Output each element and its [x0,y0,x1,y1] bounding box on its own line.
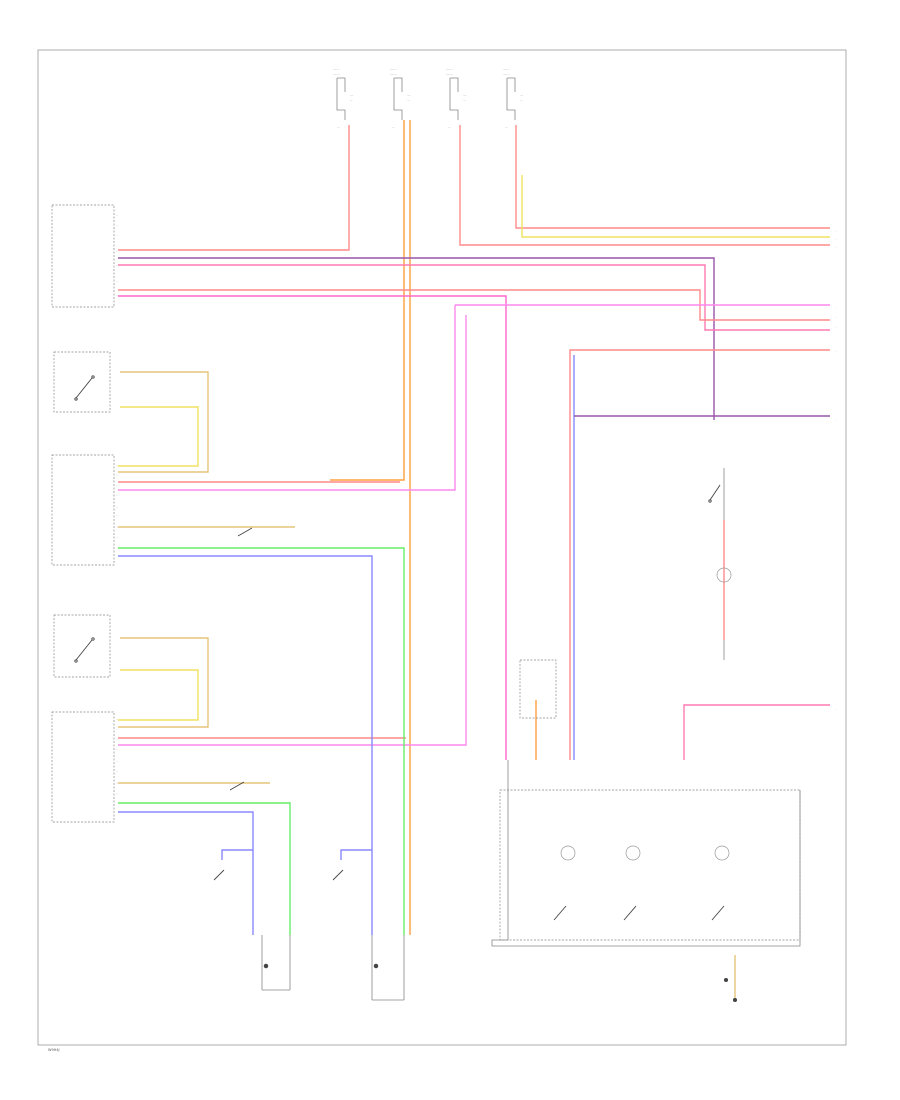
svg-text:..: .. [116,770,118,773]
wire-blue-upper [118,555,373,935]
fuse-feeds: ................ ....... ... ...........… [333,68,523,129]
svg-text:..: .. [116,748,118,751]
svg-text:..: .. [116,728,118,731]
svg-text:........: ........ [446,68,453,71]
svg-text:........: ........ [446,73,453,76]
switch-a [53,351,111,413]
svg-text:..: .. [116,280,118,283]
wire-blue-branch1 [221,849,253,860]
module-boxes [51,204,801,941]
svg-text:.: . [836,708,837,711]
wire-yellow-sw1 [118,406,199,467]
svg-text:...: ... [505,126,508,129]
svg-text:..: .. [116,760,118,763]
wire-yellow-sw2 [118,669,199,721]
svg-text:..: .. [116,250,118,253]
svg-text:..: .. [116,464,118,467]
footer-code: W9H4J [48,1048,60,1052]
svg-text:..: .. [116,536,118,539]
svg-text:...: ... [392,126,395,129]
svg-text:..: .. [116,792,118,795]
svg-text:...: ... [448,126,451,129]
svg-text:.: . [836,418,837,421]
svg-text:..: .. [116,738,118,741]
svg-text:.: . [836,316,837,319]
wire-red-fuse4 [515,125,830,229]
svg-text:...: ... [463,99,466,102]
svg-text:..: .. [116,526,118,529]
wire-green-lower [118,802,291,935]
wire-violet-drop [118,315,467,746]
wire-red-fuse1 [118,125,350,251]
svg-text:.: . [836,326,837,329]
wire-violet-drop2 [118,305,456,491]
wire-tan-sw1 [118,371,209,473]
svg-text:.: . [836,350,837,353]
svg-text:........: ........ [390,73,397,76]
switch-b [53,614,111,678]
svg-text:..: .. [116,494,118,497]
wire-red-fuse3 [459,125,830,246]
svg-text:.: . [836,230,837,233]
wire-pink-top [118,264,830,331]
wire-yellow-fuse4 [521,175,830,238]
wire-pink-mid [118,295,507,760]
wires [118,120,830,1000]
wire-orange-fuse2a [330,120,405,481]
lamps [560,567,732,861]
svg-text:....: .... [520,94,523,97]
svg-text:..: .. [116,474,118,477]
pin-labels: .... .... .... .. .... .... .... .... ..… [116,214,837,795]
wire-red-lower [683,704,830,760]
svg-text:........: ........ [333,73,340,76]
fuse-3: ................ ....... ... [446,68,466,129]
svg-text:..: .. [116,214,118,217]
module-b [51,454,115,566]
svg-text:...: ... [520,99,523,102]
wire-tan-sw2 [118,637,209,728]
sensors [263,963,738,1003]
svg-text:.: . [836,306,837,309]
svg-text:........: ........ [390,68,397,71]
svg-text:..: .. [116,294,118,297]
fuse-1: ................ ....... ... [333,68,353,129]
fuse-4: ................ ....... ... [503,68,523,129]
module-e [499,789,801,941]
svg-text:...: ... [350,99,353,102]
svg-text:..: .. [116,224,118,227]
svg-text:..: .. [116,264,118,267]
svg-text:...: ... [407,99,410,102]
switch-contacts [74,375,725,921]
svg-text:..: .. [116,514,118,517]
svg-text:..: .. [116,718,118,721]
svg-text:..: .. [116,782,118,785]
svg-text:..: .. [116,506,118,509]
wire-purple-top [118,257,715,420]
module-c [51,711,115,823]
svg-text:....: .... [350,94,353,97]
module-a [51,204,115,308]
diagram-frame [37,49,847,1046]
svg-text:.: . [836,238,837,241]
module-d [519,659,557,719]
wire-red-right [569,349,830,760]
svg-text:....: .... [463,94,466,97]
svg-text:..: .. [116,484,118,487]
svg-text:..: .. [116,234,118,237]
svg-text:....: .... [407,94,410,97]
wire-green-upper [118,547,405,935]
fuse-2: ................ ....... ... [390,68,410,129]
svg-text:........: ........ [503,73,510,76]
wire-blue-lower [118,811,254,935]
svg-text:........: ........ [503,68,510,71]
svg-text:.: . [836,246,837,249]
svg-text:........: ........ [333,68,340,71]
svg-text:...: ... [337,126,340,129]
gray-wires [261,468,801,1001]
wire-blue-branch2 [340,849,372,860]
